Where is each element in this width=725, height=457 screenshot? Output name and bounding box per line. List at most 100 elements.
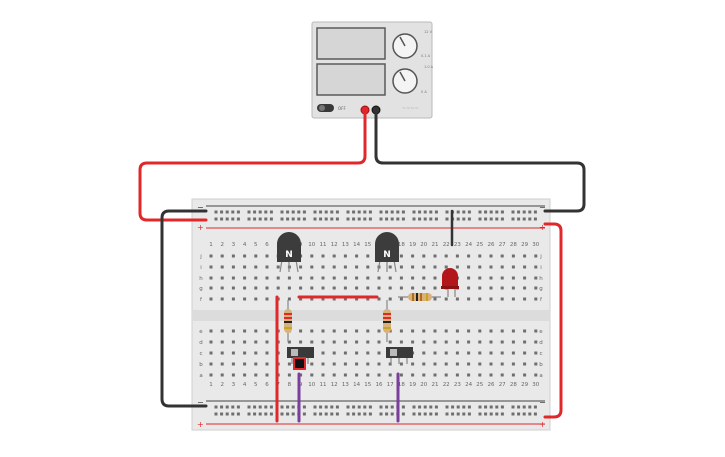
breadboard-hole[interactable] [433, 351, 437, 355]
breadboard-hole[interactable] [231, 351, 235, 355]
breadboard-hole[interactable] [258, 217, 262, 221]
breadboard-hole[interactable] [254, 373, 258, 377]
breadboard-hole[interactable] [302, 405, 306, 409]
breadboard-hole[interactable] [321, 329, 325, 333]
breadboard-hole[interactable] [299, 265, 303, 269]
breadboard-hole[interactable] [276, 276, 280, 280]
breadboard-hole[interactable] [399, 340, 403, 344]
breadboard-hole[interactable] [523, 265, 527, 269]
breadboard-hole[interactable] [236, 405, 240, 409]
breadboard-hole[interactable] [500, 405, 504, 409]
breadboard-hole[interactable] [522, 412, 526, 416]
breadboard-hole[interactable] [335, 210, 339, 214]
breadboard-hole[interactable] [343, 286, 347, 290]
breadboard-hole[interactable] [523, 254, 527, 258]
breadboard-hole[interactable] [467, 286, 471, 290]
breadboard-hole[interactable] [390, 217, 394, 221]
breadboard-hole[interactable] [236, 210, 240, 214]
breadboard-hole[interactable] [321, 286, 325, 290]
breadboard-hole[interactable] [467, 362, 471, 366]
breadboard-hole[interactable] [343, 362, 347, 366]
breadboard-hole[interactable] [396, 217, 400, 221]
wire-power-right[interactable] [543, 222, 563, 419]
breadboard-hole[interactable] [484, 217, 488, 221]
breadboard-hole[interactable] [265, 297, 269, 301]
breadboard-hole[interactable] [231, 362, 235, 366]
breadboard-hole[interactable] [231, 297, 235, 301]
breadboard-hole[interactable] [368, 217, 372, 221]
breadboard-hole[interactable] [422, 254, 426, 258]
breadboard-hole[interactable] [455, 297, 459, 301]
breadboard-hole[interactable] [343, 254, 347, 258]
breadboard-hole[interactable] [214, 412, 218, 416]
breadboard-hole[interactable] [291, 217, 295, 221]
breadboard-hole[interactable] [236, 217, 240, 221]
breadboard-hole[interactable] [385, 405, 389, 409]
breadboard-hole[interactable] [500, 254, 504, 258]
breadboard-hole[interactable] [302, 210, 306, 214]
breadboard-hole[interactable] [517, 412, 521, 416]
breadboard-hole[interactable] [500, 286, 504, 290]
breadboard-hole[interactable] [335, 405, 339, 409]
breadboard-hole[interactable] [214, 210, 218, 214]
breadboard-hole[interactable] [355, 329, 359, 333]
breadboard-hole[interactable] [429, 405, 433, 409]
breadboard-hole[interactable] [357, 210, 361, 214]
breadboard-hole[interactable] [332, 351, 336, 355]
breadboard-hole[interactable] [366, 265, 370, 269]
breadboard-hole[interactable] [445, 412, 449, 416]
breadboard-hole[interactable] [385, 210, 389, 214]
breadboard-hole[interactable] [352, 210, 356, 214]
breadboard-hole[interactable] [335, 412, 339, 416]
breadboard-hole[interactable] [533, 210, 537, 214]
breadboard-hole[interactable] [379, 217, 383, 221]
breadboard-hole[interactable] [286, 412, 290, 416]
breadboard-hole[interactable] [299, 276, 303, 280]
breadboard-hole[interactable] [456, 210, 460, 214]
breadboard-hole[interactable] [368, 412, 372, 416]
breadboard-hole[interactable] [254, 286, 258, 290]
breadboard-hole[interactable] [324, 405, 328, 409]
breadboard-hole[interactable] [455, 362, 459, 366]
breadboard-hole[interactable] [500, 217, 504, 221]
resistor-1[interactable] [284, 300, 292, 342]
breadboard-hole[interactable] [399, 265, 403, 269]
breadboard-hole[interactable] [511, 286, 515, 290]
breadboard-hole[interactable] [388, 362, 392, 366]
breadboard-hole[interactable] [433, 373, 437, 377]
breadboard-hole[interactable] [299, 286, 303, 290]
breadboard-hole[interactable] [330, 217, 334, 221]
breadboard-hole[interactable] [343, 329, 347, 333]
breadboard-hole[interactable] [357, 405, 361, 409]
breadboard-hole[interactable] [433, 362, 437, 366]
breadboard-hole[interactable] [455, 340, 459, 344]
breadboard-hole[interactable] [220, 340, 224, 344]
breadboard-hole[interactable] [423, 210, 427, 214]
breadboard-hole[interactable] [399, 329, 403, 333]
breadboard-hole[interactable] [225, 405, 229, 409]
breadboard-hole[interactable] [390, 210, 394, 214]
breadboard-hole[interactable] [401, 217, 405, 221]
breadboard-hole[interactable] [467, 405, 471, 409]
breadboard-hole[interactable] [534, 276, 538, 280]
breadboard-hole[interactable] [366, 254, 370, 258]
breadboard-hole[interactable] [511, 340, 515, 344]
breadboard-hole[interactable] [209, 373, 213, 377]
breadboard-hole[interactable] [343, 276, 347, 280]
breadboard-hole[interactable] [299, 373, 303, 377]
breadboard-hole[interactable] [433, 254, 437, 258]
breadboard-hole[interactable] [253, 210, 257, 214]
breadboard-hole[interactable] [478, 351, 482, 355]
breadboard-hole[interactable] [523, 286, 527, 290]
breadboard-hole[interactable] [209, 362, 213, 366]
breadboard-hole[interactable] [355, 286, 359, 290]
breadboard-hole[interactable] [534, 340, 538, 344]
breadboard-hole[interactable] [231, 217, 235, 221]
breadboard-hole[interactable] [399, 297, 403, 301]
breadboard-hole[interactable] [220, 412, 224, 416]
breadboard-hole[interactable] [423, 412, 427, 416]
breadboard-hole[interactable] [363, 412, 367, 416]
wire-supply-positive[interactable] [138, 110, 367, 222]
breadboard-hole[interactable] [500, 329, 504, 333]
